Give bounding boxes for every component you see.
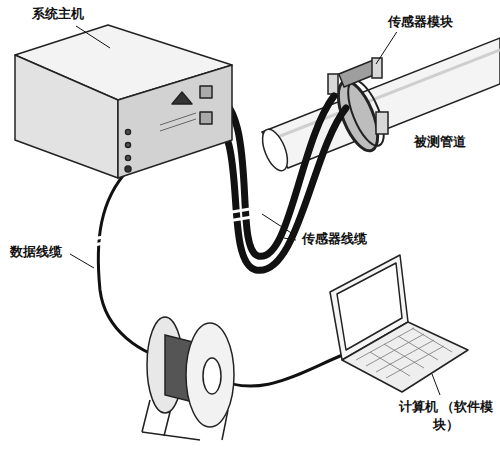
led bbox=[126, 130, 131, 135]
pipe bbox=[257, 38, 500, 174]
reel-disc bbox=[186, 323, 234, 427]
clamp-latch bbox=[376, 112, 388, 134]
logo bbox=[172, 92, 192, 104]
leader-line bbox=[376, 30, 398, 64]
clamp-bolt bbox=[372, 58, 382, 78]
clamp-bolt bbox=[328, 74, 338, 94]
leader-line bbox=[262, 214, 296, 236]
panel-text bbox=[160, 113, 196, 125]
cable-break bbox=[232, 208, 256, 212]
callout-label: 计算机 （软件模块） bbox=[396, 397, 496, 434]
leader-line bbox=[284, 238, 296, 240]
led bbox=[126, 156, 131, 161]
leader-line bbox=[432, 374, 440, 395]
panel-text bbox=[160, 119, 196, 131]
led bbox=[126, 143, 131, 148]
pipe-body bbox=[262, 38, 500, 168]
reel-leg bbox=[142, 432, 200, 440]
reel-hub bbox=[203, 358, 221, 394]
pipe-end bbox=[257, 126, 292, 174]
cable-reel bbox=[142, 317, 234, 440]
callout-label: 数据线缆 bbox=[8, 242, 64, 262]
port bbox=[125, 166, 131, 172]
callout-label: 系统主机 bbox=[30, 4, 86, 24]
leader-line bbox=[70, 254, 94, 268]
sensor-module bbox=[328, 58, 391, 156]
cable-break bbox=[234, 216, 258, 220]
box-side bbox=[15, 55, 118, 178]
laptop bbox=[330, 255, 468, 392]
leader-line bbox=[76, 26, 110, 48]
laptop-base bbox=[342, 322, 468, 392]
callout-label: 被测管道 bbox=[412, 132, 468, 152]
connector bbox=[200, 86, 212, 98]
callout-label: 传感器线缆 bbox=[300, 229, 369, 249]
clamp-ring bbox=[341, 76, 391, 151]
host-box bbox=[15, 25, 232, 178]
keyboard bbox=[356, 328, 452, 378]
cable-break bbox=[89, 242, 109, 246]
reel-leg bbox=[142, 400, 150, 432]
leader-lines bbox=[70, 26, 440, 395]
cable-break bbox=[88, 236, 108, 240]
pipe-shade bbox=[270, 50, 500, 140]
box-front bbox=[118, 65, 232, 178]
connector bbox=[200, 112, 212, 124]
callout-label: 传感器模块 bbox=[386, 12, 455, 32]
